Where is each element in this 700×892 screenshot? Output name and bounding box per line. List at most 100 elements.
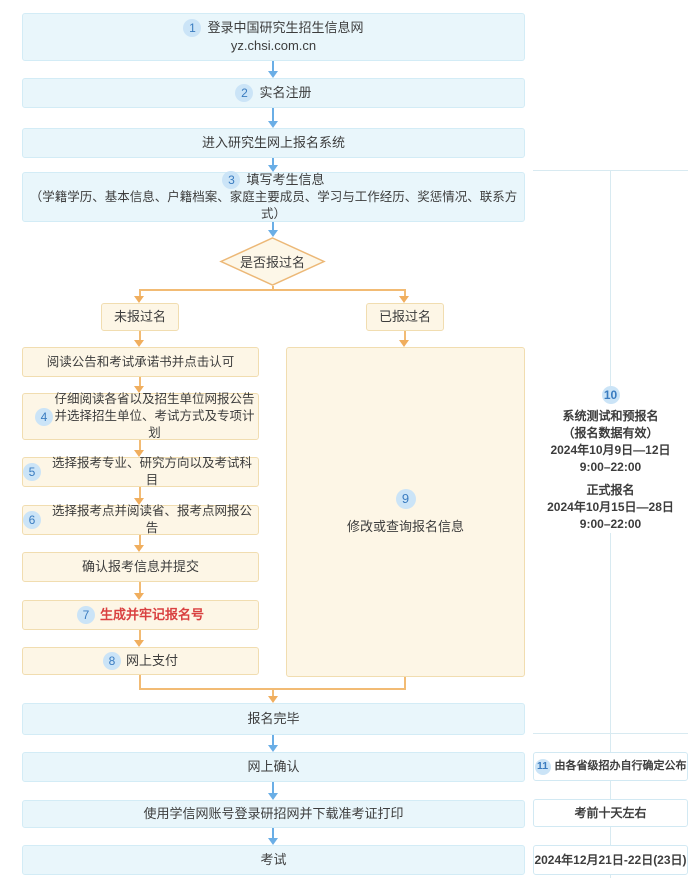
step-enter-system-label: 进入研究生网上报名系统 — [201, 135, 345, 151]
step-read-province-line2: 并选择招生单位、考试方式及专项计划 — [54, 409, 255, 440]
step-fill-info-detail: （学籍学历、基本信息、户籍档案、家庭主要成员、学习与工作经历、奖惩情况、联系方式… — [29, 190, 518, 221]
timeline-cap-top — [533, 170, 688, 171]
step-choose-major-box: 5 选择报考专业、研究方向以及考试科目 — [22, 456, 259, 487]
arrow-line — [272, 782, 274, 793]
step-read-province-box: 4 仔细阅读各省以及招生单位网报公告 并选择招生单位、考试方式及专项计划 — [22, 392, 259, 440]
connector-line — [272, 286, 274, 290]
connector-line — [139, 331, 141, 340]
arrow-down-icon — [134, 545, 144, 552]
step-badge-4: 4 — [35, 408, 53, 426]
arrow-down-icon — [268, 745, 278, 752]
note-confirm-label: 由各省级招办自行确定公布 — [554, 760, 687, 773]
step-modify-query-box: 9 修改或查询报名信息 — [286, 347, 525, 677]
step-register-label: 实名注册 — [259, 85, 312, 101]
step-badge-10: 10 — [601, 386, 620, 404]
step-badge-9: 9 — [395, 488, 416, 509]
step-register-box: 2 实名注册 — [22, 78, 525, 108]
arrow-line — [272, 828, 274, 838]
step-download-ticket-box: 使用学信网账号登录研招网并下载准考证打印 — [22, 800, 525, 828]
arrow-line — [272, 108, 274, 121]
step-download-ticket-label: 使用学信网账号登录研招网并下载准考证打印 — [143, 806, 404, 822]
arrow-line — [272, 222, 274, 230]
arrow-down-icon — [268, 696, 278, 703]
step-badge-11: 11 — [534, 758, 551, 775]
step-done-label: 报名完毕 — [247, 711, 300, 727]
step-remember-id-label: 生成并牢记报名号 — [99, 607, 204, 623]
step-exam-label: 考试 — [260, 852, 287, 868]
arrow-line — [272, 61, 274, 71]
step-choose-major-label: 选择报考专业、研究方向以及考试科目 — [51, 456, 252, 487]
arrow-line — [272, 735, 274, 745]
connector-line — [139, 630, 141, 640]
arrow-down-icon — [268, 838, 278, 845]
step-pay-online-label: 网上支付 — [125, 653, 178, 669]
step-badge-1: 1 — [183, 19, 202, 38]
connector-line — [139, 675, 141, 690]
step-confirm-submit-label: 确认报考信息并提交 — [81, 559, 199, 575]
note-download-box: 考前十天左右 — [533, 799, 688, 827]
timeline-phase2-time: 9:00–22:00 — [579, 517, 642, 531]
connector-line — [139, 440, 141, 450]
decision-diamond: 是否报过名 — [219, 237, 326, 286]
connector-line — [139, 487, 141, 498]
timeline-phase1-time: 9:00–22:00 — [579, 460, 642, 474]
step-login-url: yz.chsi.com.cn — [230, 38, 317, 54]
arrow-down-icon — [134, 296, 144, 303]
step-read-province-line1: 仔细阅读各省以及招生单位网报公告 — [54, 392, 255, 407]
step-remember-id-box: 7 生成并牢记报名号 — [22, 600, 259, 630]
arrow-down-icon — [268, 121, 278, 128]
connector-line — [272, 688, 274, 696]
timeline-phase2-title: 正式报名 — [586, 483, 635, 497]
timeline-phase1-date: 2024年10月9日—12日 — [550, 443, 671, 457]
step-fill-info-label: 填写考生信息 — [246, 172, 325, 188]
connector-line — [139, 582, 141, 593]
step-read-notice-label: 阅读公告和考试承诺书并点击认可 — [46, 354, 235, 369]
step-exam-box: 考试 — [22, 845, 525, 875]
connector-line — [139, 535, 141, 545]
arrow-down-icon — [134, 593, 144, 600]
arrow-down-icon — [268, 165, 278, 172]
arrow-down-icon — [134, 640, 144, 647]
connector-line — [404, 331, 406, 340]
note-exam-date-box: 2024年12月21日-22日(23日) — [533, 845, 688, 875]
timeline-phase1-note: （报名数据有效） — [562, 426, 659, 440]
step-choose-site-label: 选择报考点并阅读省、报考点网报公告 — [51, 504, 252, 535]
branch-not-registered-box: 未报过名 — [101, 303, 179, 331]
connector-line — [139, 289, 141, 297]
note-exam-date-label: 2024年12月21日-22日(23日) — [534, 852, 687, 867]
step-read-notice-box: 阅读公告和考试承诺书并点击认可 — [22, 347, 259, 377]
branch-registered-label: 已报过名 — [378, 309, 431, 325]
step-confirm-submit-box: 确认报考信息并提交 — [22, 552, 259, 582]
step-badge-6: 6 — [23, 511, 41, 529]
arrow-down-icon — [268, 793, 278, 800]
arrow-down-icon — [134, 386, 144, 393]
decision-label: 是否报过名 — [239, 255, 305, 270]
timeline-schedule-block: 10 系统测试和预报名 （报名数据有效） 2024年10月9日—12日 9:00… — [533, 386, 688, 533]
step-login-label: 登录中国研究生招生信息网 — [207, 20, 364, 36]
step-online-confirm-label: 网上确认 — [247, 759, 300, 775]
arrow-down-icon — [268, 230, 278, 237]
arrow-down-icon — [399, 340, 409, 347]
connector-line — [404, 289, 406, 297]
step-online-confirm-box: 网上确认 — [22, 752, 525, 782]
step-login-box: 1 登录中国研究生招生信息网 yz.chsi.com.cn — [22, 13, 525, 61]
note-confirm-box: 11 由各省级招办自行确定公布 — [533, 752, 688, 781]
step-badge-5: 5 — [23, 463, 41, 481]
branch-registered-box: 已报过名 — [366, 303, 444, 331]
arrow-down-icon — [134, 498, 144, 505]
timeline-cap-bottom — [533, 733, 688, 734]
step-modify-query-label: 修改或查询报名信息 — [346, 518, 464, 534]
step-badge-3: 3 — [222, 171, 241, 190]
note-download-label: 考前十天左右 — [574, 805, 647, 820]
arrow-down-icon — [134, 340, 144, 347]
step-badge-8: 8 — [102, 652, 121, 670]
diamond-shape-icon — [219, 237, 326, 286]
step-pay-online-box: 8 网上支付 — [22, 647, 259, 675]
arrow-down-icon — [399, 296, 409, 303]
arrow-line — [272, 158, 274, 165]
timeline-phase1-title: 系统测试和预报名 — [562, 409, 659, 423]
step-badge-7: 7 — [76, 606, 95, 624]
arrow-down-icon — [134, 450, 144, 457]
step-enter-system-box: 进入研究生网上报名系统 — [22, 128, 525, 158]
